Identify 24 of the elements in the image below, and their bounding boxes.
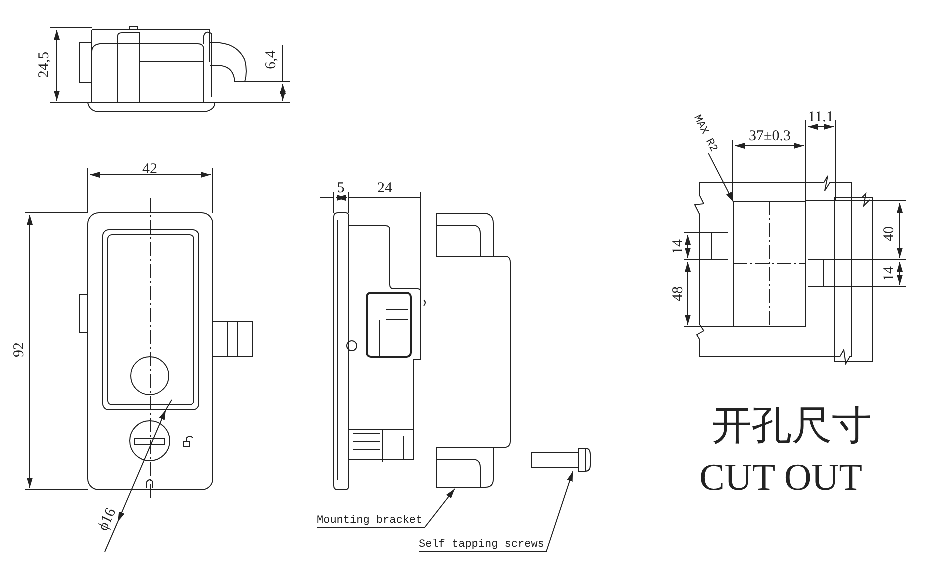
dimension-label: 14 [672,240,686,254]
screw-drawing [529,446,592,473]
dimension-label: 37±0.3 [749,130,791,144]
dimension-label: 6,4 [264,50,280,70]
dimension-label: 92 [12,342,28,358]
cutout-heading: CUT OUT [700,459,862,497]
cutout-outline [733,201,806,327]
dimension-label: 42 [142,162,158,178]
dimension-label: 14 [882,266,898,282]
dimension-label: 24 [378,182,392,196]
dimension-label: 5 [337,182,345,196]
dimension-label: 40 [882,226,898,242]
mounting-bracket-drawing [436,213,512,489]
leader-line [316,488,456,528]
dimension-label: ϕ16 [96,506,120,534]
cutout-heading: 开孔尺寸 [712,406,872,446]
dimension-label: 48 [672,286,686,302]
callout-label: MAX R2 [690,113,720,155]
dimension-label: 24,5 [38,52,52,78]
leader-line [418,471,574,552]
callout-label: Mounting bracket [317,514,423,528]
callout-label: Self tapping screws [419,538,544,552]
leader-line [708,153,734,203]
dimension-label: 11.1 [808,110,834,126]
